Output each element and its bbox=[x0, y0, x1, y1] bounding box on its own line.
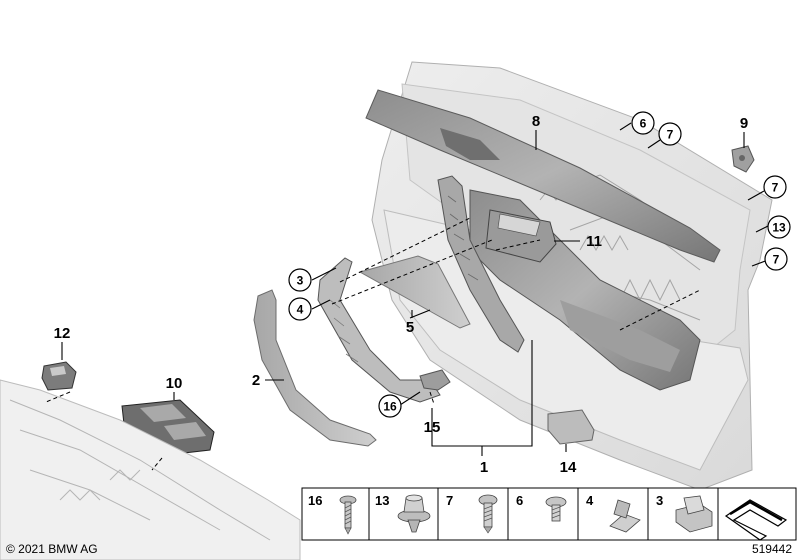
fastener-cell-6: 6 bbox=[516, 493, 567, 522]
callout-10: 10 bbox=[166, 375, 183, 392]
fastener-cell-seal bbox=[724, 499, 788, 541]
part-14 bbox=[547, 409, 595, 445]
callout-12: 12 bbox=[54, 325, 71, 342]
expanding-rivet-icon bbox=[397, 494, 431, 533]
callout-3: 3 bbox=[297, 274, 304, 288]
bracket-clip-icon bbox=[609, 499, 641, 533]
callout-2: 2 bbox=[252, 372, 260, 389]
window-switch-trim bbox=[485, 209, 557, 263]
callout-6: 6 bbox=[640, 117, 647, 131]
diagram-number: 519442 bbox=[752, 542, 792, 556]
fastener-cell-16: 16 bbox=[308, 493, 357, 535]
switch-block-10 bbox=[121, 399, 215, 457]
clip-screw-icon bbox=[478, 494, 498, 534]
fastener-label-7: 7 bbox=[446, 493, 453, 508]
callout-11: 11 bbox=[586, 233, 602, 250]
self-tapping-screw-icon bbox=[339, 495, 357, 535]
callout-4: 4 bbox=[297, 303, 304, 317]
fastener-label-4: 4 bbox=[586, 493, 594, 508]
callout-16: 16 bbox=[383, 400, 397, 414]
fastener-label-16: 16 bbox=[308, 493, 322, 508]
leader-lines bbox=[61, 122, 769, 456]
callout-15: 15 bbox=[424, 419, 441, 436]
fastener-table: 16 13 7 bbox=[301, 487, 797, 541]
circled-callouts: 3 4 6 7 7 13 7 16 bbox=[288, 111, 791, 418]
bracket-16 bbox=[419, 369, 451, 391]
fastener-cell-4: 4 bbox=[586, 493, 641, 533]
callout-8: 8 bbox=[532, 113, 540, 130]
assembly-lines bbox=[45, 217, 701, 471]
trim-panel-5 bbox=[358, 255, 471, 329]
fastener-cell-13: 13 bbox=[375, 493, 431, 533]
callout-13: 13 bbox=[772, 221, 786, 235]
callout-7b: 7 bbox=[772, 181, 779, 195]
clip-part-9 bbox=[731, 145, 755, 173]
collar-screw-icon bbox=[545, 496, 567, 522]
spring-clip-icon bbox=[675, 495, 713, 533]
callout-14: 14 bbox=[560, 459, 577, 476]
copyright-text: © 2021 BMW AG bbox=[6, 542, 98, 556]
switch-part-12 bbox=[41, 361, 77, 391]
door-shell-partial bbox=[0, 379, 301, 560]
callout-7a: 7 bbox=[667, 128, 674, 142]
callout-7c: 7 bbox=[773, 253, 780, 267]
callout-9: 9 bbox=[740, 115, 748, 132]
fastener-label-13: 13 bbox=[375, 493, 389, 508]
inner-carrier bbox=[437, 175, 525, 353]
fastener-cell-3: 3 bbox=[656, 493, 713, 533]
callout-labels: 1 2 5 8 9 10 11 12 14 15 bbox=[54, 113, 749, 476]
callout-5: 5 bbox=[406, 319, 414, 336]
upper-decor-trim bbox=[365, 89, 721, 263]
seal-strip-icon bbox=[724, 499, 788, 541]
fastener-label-6: 6 bbox=[516, 493, 523, 508]
fastener-cell-7: 7 bbox=[446, 493, 498, 534]
pull-handle bbox=[253, 289, 377, 447]
fastener-label-3: 3 bbox=[656, 493, 663, 508]
callout-1: 1 bbox=[480, 459, 488, 476]
